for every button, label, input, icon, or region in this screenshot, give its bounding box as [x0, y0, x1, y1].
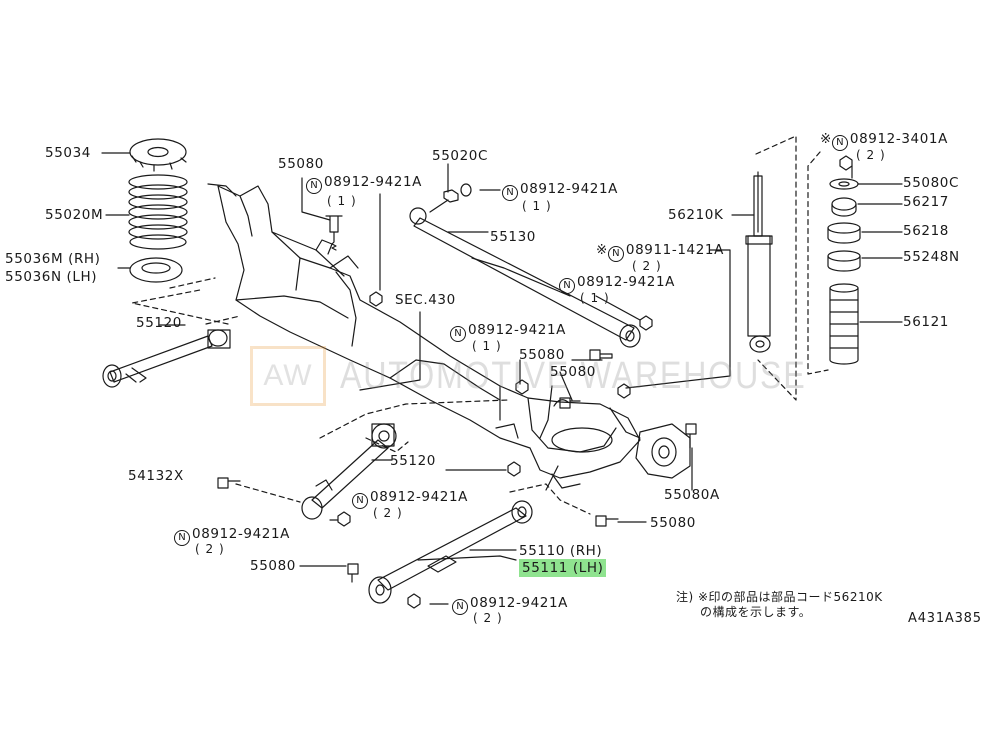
note-line-1: 注) ※印の部品は部品コード56210K	[676, 590, 883, 604]
rear-crossmember	[207, 183, 641, 489]
bolt-qty-b: ( 2 )	[632, 259, 662, 273]
fasteners	[217, 155, 853, 609]
shock-mount-stack	[827, 178, 861, 365]
watermark-text: AUTOMOTIVE WAREHOUSE	[340, 354, 807, 397]
bolt-qty-4: ( 1 )	[472, 339, 502, 353]
section-label-430[interactable]: SEC.430	[395, 292, 456, 308]
part-label-54132X[interactable]: 54132X	[128, 468, 184, 484]
spring-seat-55034	[129, 138, 187, 172]
bolt-qty-6: ( 2 )	[195, 542, 225, 556]
watermark-logo-box: AW	[250, 346, 326, 406]
n-symbol: N	[502, 185, 518, 201]
bolt-qty-7: ( 2 )	[473, 611, 503, 625]
part-label-55036N[interactable]: 55036N (LH)	[5, 269, 98, 285]
part-label-56210K[interactable]: 56210K	[668, 207, 724, 223]
part-label-55020C[interactable]: 55020C	[432, 148, 488, 164]
part-label-55080-mid[interactable]: 55080	[519, 347, 565, 363]
bolt-qty-3: ( 1 )	[580, 291, 610, 305]
watermark: AW AUTOMOTIVE WAREHOUSE	[250, 346, 889, 406]
part-label-55080-right[interactable]: 55080	[650, 515, 696, 531]
upper-arm-55120-left	[102, 329, 231, 388]
shock-absorber-56210K	[745, 171, 773, 353]
part-label-55080-mid2[interactable]: 55080	[550, 364, 596, 380]
nut-qty-3401: ( 2 )	[856, 148, 886, 162]
part-label-55034[interactable]: 55034	[45, 145, 91, 161]
n-symbol: N	[607, 246, 624, 262]
part-label-56121[interactable]: 56121	[903, 314, 949, 330]
part-label-55036M[interactable]: 55036M (RH)	[5, 251, 101, 267]
lower-arm-55120	[301, 423, 397, 520]
part-label-55080C[interactable]: 55080C	[903, 175, 959, 191]
n-symbol: N	[306, 178, 322, 194]
part-label-55020M[interactable]: 55020M	[45, 207, 104, 223]
bolt-qty-5: ( 2 )	[373, 506, 403, 520]
n-symbol: N	[450, 326, 466, 342]
part-label-55130[interactable]: 55130	[490, 229, 536, 245]
part-label-55080-left[interactable]: 55080	[250, 558, 296, 574]
n-symbol: N	[352, 493, 368, 509]
spring-seat-55036	[129, 257, 183, 283]
n-symbol: N	[831, 135, 848, 151]
note-line-2: の構成を示します。	[700, 605, 812, 619]
n-symbol: N	[559, 278, 575, 294]
part-label-55080A[interactable]: 55080A	[664, 487, 720, 503]
part-label-55248N[interactable]: 55248N	[903, 249, 960, 265]
bolt-qty-1: ( 1 )	[327, 194, 357, 208]
n-symbol: N	[174, 530, 190, 546]
rear-hub	[635, 423, 691, 479]
part-label-55120-low[interactable]: 55120	[390, 453, 436, 469]
n-symbol: N	[452, 599, 468, 615]
part-label-55080-top[interactable]: 55080	[278, 156, 324, 172]
part-label-55111[interactable]: 55111 (LH)	[519, 559, 607, 577]
part-label-55110[interactable]: 55110 (RH)	[519, 543, 603, 559]
part-label-56217[interactable]: 56217	[903, 194, 949, 210]
bolt-qty-2: ( 1 )	[522, 199, 552, 213]
coil-spring-55020M	[128, 174, 188, 250]
part-label-55120-top[interactable]: 55120	[136, 315, 182, 331]
diagram-code: A431A385	[908, 611, 982, 626]
part-label-56218[interactable]: 56218	[903, 223, 949, 239]
highlight-55111: 55111 (LH)	[519, 559, 607, 577]
